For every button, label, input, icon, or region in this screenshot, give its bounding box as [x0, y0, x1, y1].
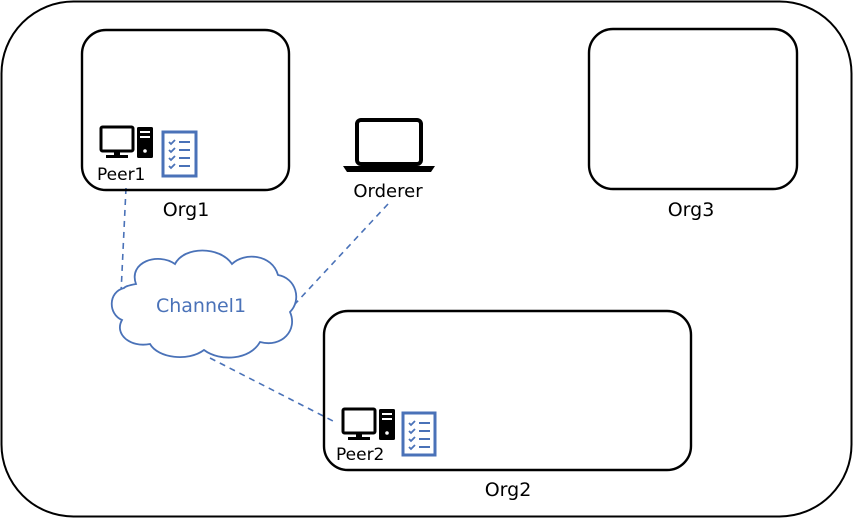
peer1-label: Peer1 — [97, 165, 145, 185]
org1-group: Org1 Peer1 — [80, 28, 291, 221]
connection-peer1-channel — [120, 187, 127, 294]
ledger-document-icon — [401, 411, 437, 457]
org2-box — [322, 309, 693, 472]
org3-box — [587, 27, 799, 191]
org3-label: Org3 — [668, 199, 715, 221]
connection-peer2-channel — [209, 357, 334, 422]
connection-orderer-channel — [294, 203, 389, 305]
orderer-label: Orderer — [353, 181, 423, 202]
org2-label: Org2 — [485, 479, 532, 501]
org2-group: Org2 Peer2 — [322, 309, 693, 501]
org1-label: Org1 — [163, 199, 210, 221]
desktop-computer-icon — [99, 125, 153, 158]
org3-group: Org3 — [587, 27, 799, 221]
orderer-group: Orderer — [343, 118, 435, 202]
desktop-computer-icon — [341, 407, 395, 440]
connections — [120, 187, 389, 422]
cloud-icon — [110, 249, 298, 359]
channel-group: Channel1 — [110, 249, 298, 359]
ledger-document-icon — [161, 130, 198, 178]
org1-box — [80, 28, 291, 192]
peer2-label: Peer2 — [336, 445, 384, 465]
channel-label: Channel1 — [156, 295, 246, 317]
laptop-icon — [343, 118, 435, 172]
